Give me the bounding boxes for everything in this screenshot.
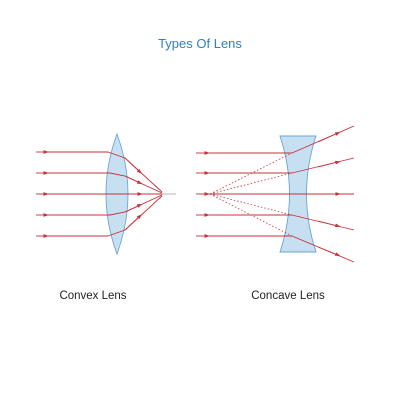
concave-refracted-rays: [291, 125, 355, 263]
convex-lens-label: Convex Lens: [59, 290, 127, 302]
convex-incoming-rays: [36, 150, 110, 238]
concave-lens-diagram: [196, 125, 355, 263]
convex-lens-diagram: [36, 132, 176, 256]
convex-refracted-rays: [107, 151, 163, 237]
concave-lens-label: Concave Lens: [251, 290, 325, 302]
page-title: Types Of Lens: [158, 36, 242, 51]
concave-virtual-rays: [209, 152, 293, 237]
concave-incoming-rays: [196, 151, 292, 238]
